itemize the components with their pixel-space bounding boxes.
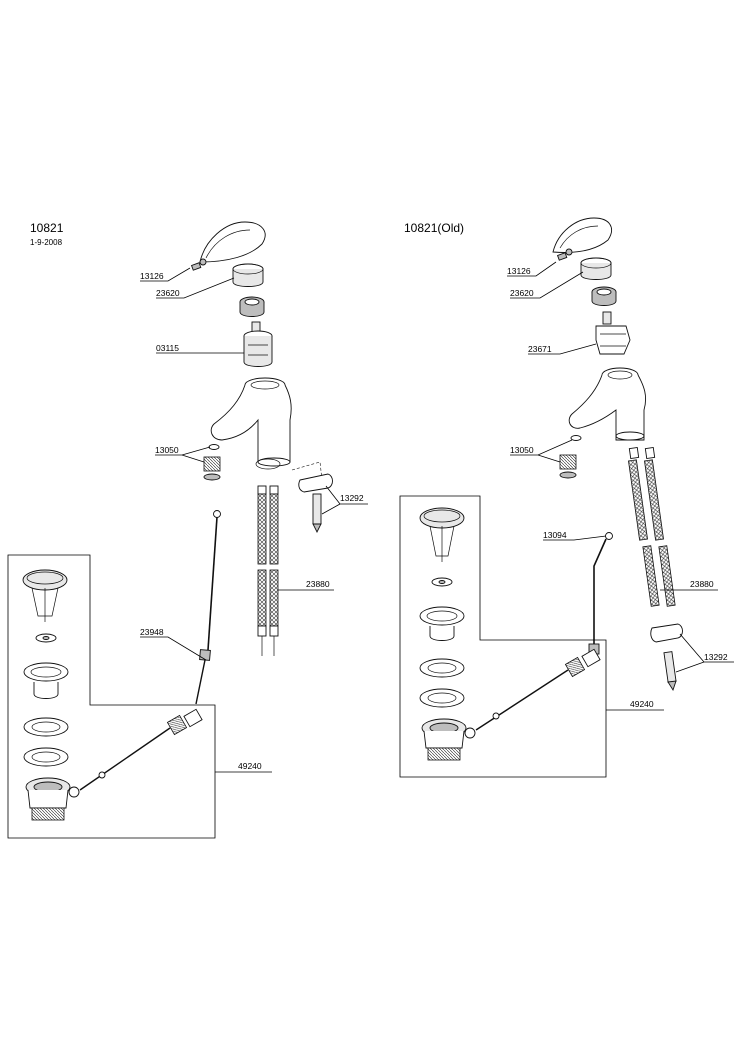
label-13050-left: 13050 xyxy=(155,445,179,455)
left-waste-set xyxy=(22,569,203,821)
left-callouts: 13126 23620 03115 13050 13292 23880 2394… xyxy=(140,267,368,773)
cartridge xyxy=(243,321,273,367)
label-23880-left: 23880 xyxy=(306,579,330,589)
cap-ring-old xyxy=(580,257,612,280)
cartridge-nut-old xyxy=(591,286,617,306)
hoses xyxy=(257,485,279,656)
cap-ring xyxy=(232,263,264,287)
lift-rod xyxy=(195,510,221,705)
label-49240-left: 49240 xyxy=(238,761,262,771)
left-waste-frame xyxy=(7,554,216,839)
label-23671-right: 23671 xyxy=(528,344,552,354)
faucet-body-old xyxy=(568,367,647,441)
label-13292-left: 13292 xyxy=(340,493,364,503)
label-03115-left: 03115 xyxy=(156,343,179,353)
label-23620-left: 23620 xyxy=(156,288,180,298)
label-23880-right: 23880 xyxy=(690,579,714,589)
body-gasket xyxy=(255,458,281,470)
aerator xyxy=(203,444,221,481)
right-waste-set xyxy=(419,507,601,761)
cartridge-old xyxy=(595,311,631,355)
right-assembly: 10821(Old) xyxy=(399,217,734,778)
label-23948-left: 23948 xyxy=(140,627,164,637)
label-13050-right: 13050 xyxy=(510,445,534,455)
mounting-bracket-old xyxy=(650,623,683,692)
handle-screw-old xyxy=(556,248,573,261)
hoses-old xyxy=(628,446,676,607)
label-23620-right: 23620 xyxy=(510,288,534,298)
right-waste-frame xyxy=(399,495,607,778)
label-49240-right: 49240 xyxy=(630,699,654,709)
lever-handle xyxy=(199,221,266,263)
label-13292-right: 13292 xyxy=(704,652,728,662)
lift-rod-old xyxy=(588,532,613,655)
right-assembly-title: 10821(Old) xyxy=(404,221,464,235)
mounting-bracket xyxy=(291,461,333,534)
handle-screw xyxy=(190,258,207,271)
left-assembly: 10821 1-9-2008 xyxy=(7,221,368,839)
left-assembly-title: 10821 xyxy=(30,221,64,235)
faucet-body xyxy=(210,377,292,467)
left-assembly-date: 1-9-2008 xyxy=(30,238,63,247)
cartridge-nut xyxy=(239,296,265,317)
lever-handle-old xyxy=(552,217,612,253)
right-callouts: 13126 23620 23671 13050 13094 23880 1329… xyxy=(507,261,734,711)
label-13126-left: 13126 xyxy=(140,271,164,281)
aerator-old xyxy=(559,435,582,479)
label-13126-right: 13126 xyxy=(507,266,531,276)
label-13094-right: 13094 xyxy=(543,530,567,540)
